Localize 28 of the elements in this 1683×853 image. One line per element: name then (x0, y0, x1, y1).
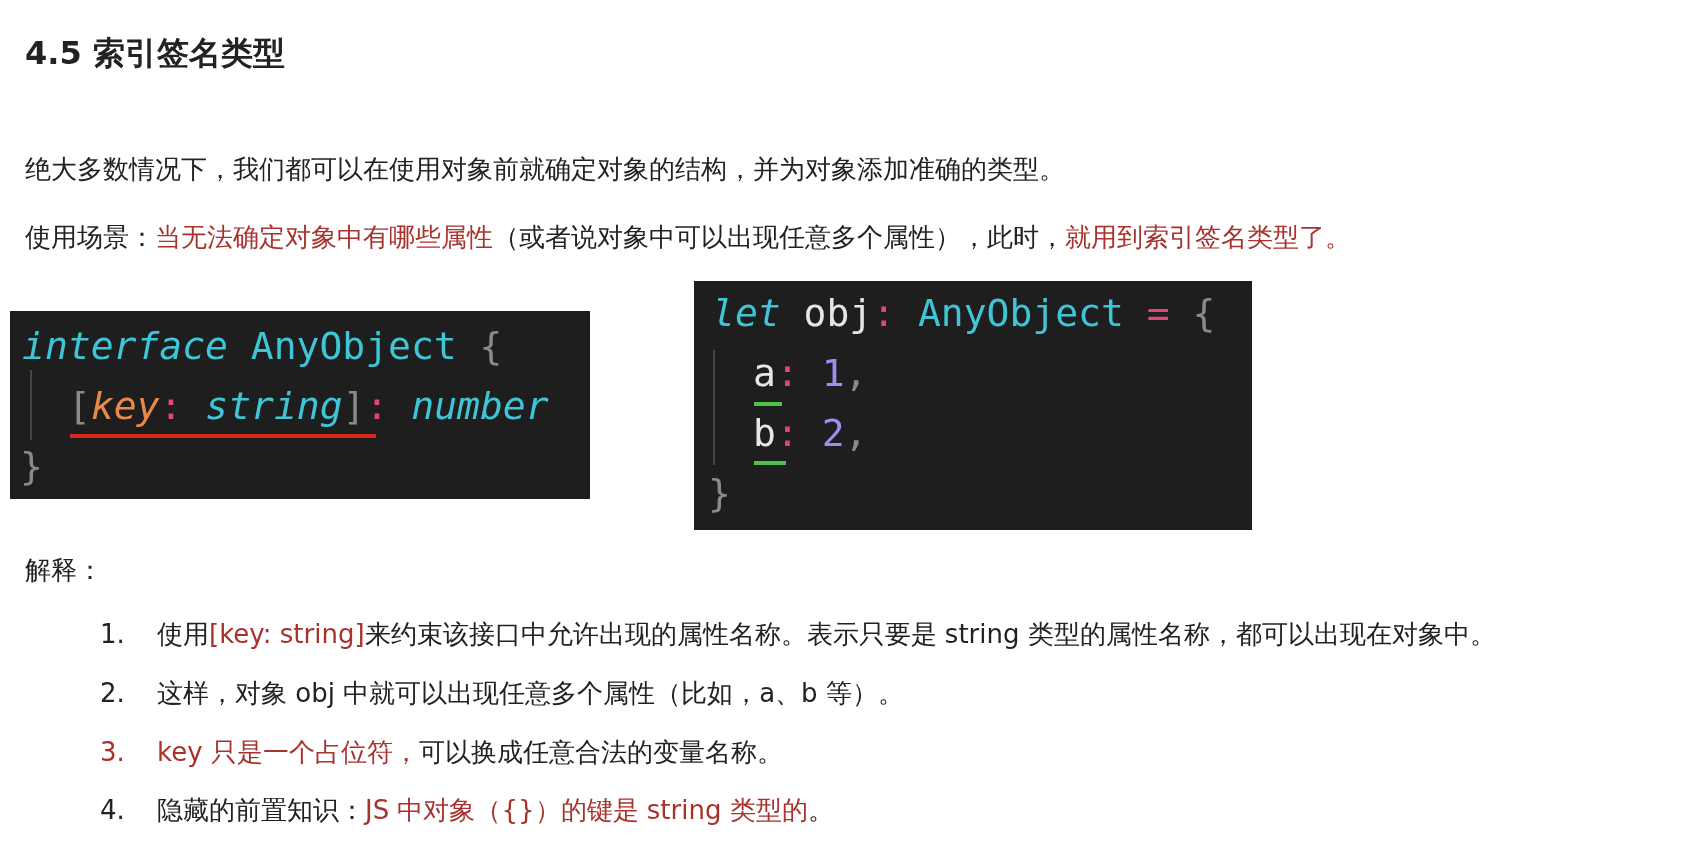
code-line: } (20, 443, 43, 490)
code-line: b: 2, (753, 410, 868, 457)
text: 可以换成任意合法的变量名称。 (418, 737, 783, 767)
text: 使用场景： (25, 222, 155, 252)
code-block (694, 281, 1252, 530)
code-block (10, 311, 590, 499)
code-line: a: 1, (753, 350, 868, 397)
highlighted-text: 当无法确定对象中有哪些属性 (155, 222, 493, 252)
highlighted-text: 就用到索引签名类型了。 (1065, 222, 1351, 252)
code-line: [key: string]: number (68, 383, 549, 430)
highlighted-text: [key: string] (209, 619, 365, 649)
highlighted-text: key 只是一个占位符， (157, 737, 419, 767)
section-label: 解释： (25, 555, 103, 585)
highlighted-text: JS 中对象（{}）的键是 string 类型的 (365, 795, 808, 825)
text: 来约束该接口中允许出现的属性名称。表示只要是 string 类型的属性名称，都可以出现在对象中。 (364, 619, 1496, 649)
code-line: interface AnyObject { (22, 323, 503, 370)
list-number: 2. (100, 678, 125, 708)
text: （或者说对象中可以出现任意多个属性），此时， (493, 222, 1065, 252)
list-item-text: 这样，对象 obj 中就可以出现任意多个属性（比如，a、b 等）。 (157, 678, 904, 708)
code-line: let obj: AnyObject = { (712, 290, 1216, 337)
list-number: 1. (100, 619, 125, 649)
heading: 4.5 索引签名类型 (25, 33, 285, 74)
text: 。 (807, 795, 834, 825)
text: 使用 (157, 619, 209, 649)
code-line: } (708, 470, 731, 517)
list-number: 4. (100, 795, 125, 825)
paragraph: 绝大多数情况下，我们都可以在使用对象前就确定对象的结构，并为对象添加准确的类型。 (25, 154, 1065, 184)
list-number: 3. (100, 737, 125, 767)
